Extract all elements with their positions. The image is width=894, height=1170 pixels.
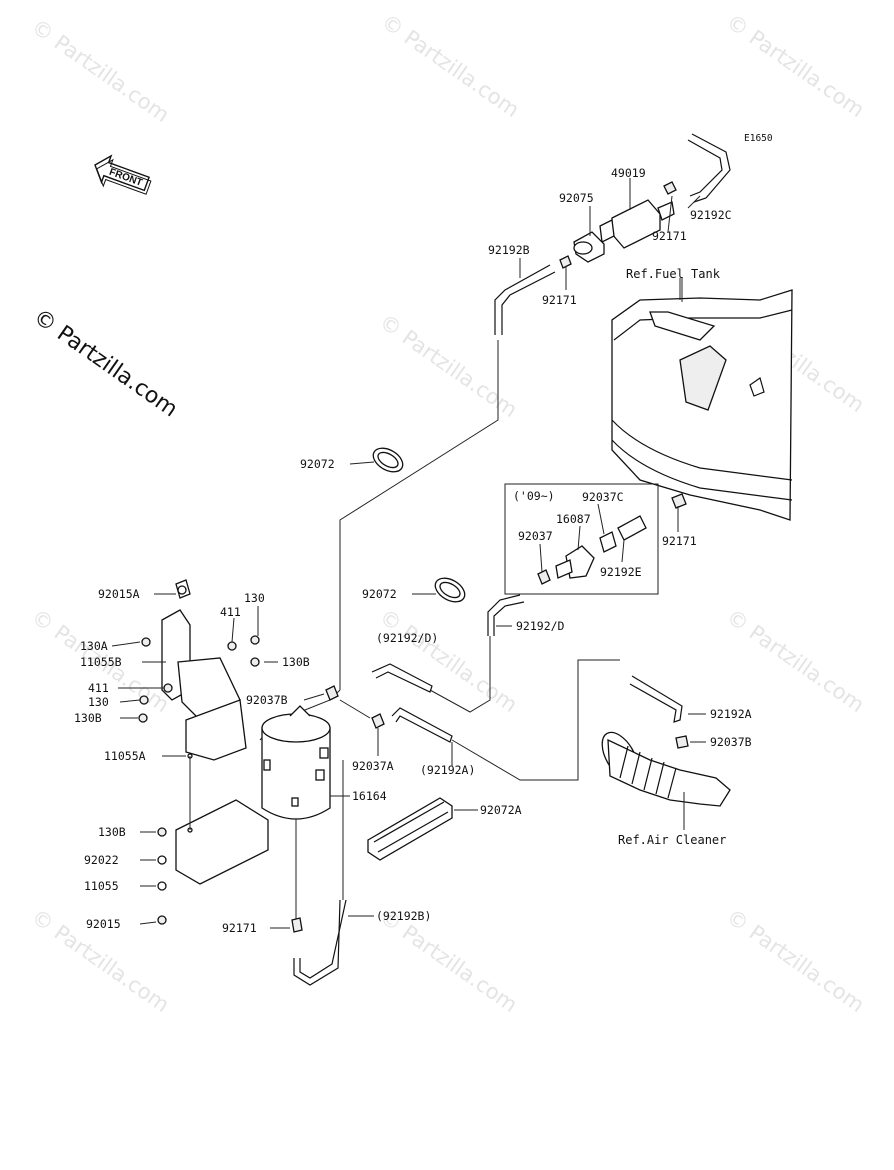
diagram-code: E1650 bbox=[744, 133, 773, 144]
strap-92072A bbox=[367, 797, 453, 861]
fuel-tank bbox=[611, 289, 793, 521]
label-92072A: 92072A bbox=[480, 803, 522, 817]
label-16087: 16087 bbox=[556, 512, 591, 526]
bracket-assembly bbox=[161, 579, 269, 885]
clamp-92075 bbox=[573, 231, 605, 263]
label-92192C: 92192C bbox=[690, 208, 732, 222]
canister-16164 bbox=[261, 705, 331, 820]
label-411: 411 bbox=[88, 681, 109, 695]
part-labels: 49019 92075 92171 92192C 92192B 92171 92… bbox=[74, 166, 752, 935]
fuel-filter-49019 bbox=[599, 199, 675, 249]
label-92037C: 92037C bbox=[582, 490, 624, 504]
label-130: 130 bbox=[244, 591, 265, 605]
label-92072: 92072 bbox=[300, 457, 335, 471]
label-92037B: 92037B bbox=[710, 735, 752, 749]
watermark: © Partzilla.com bbox=[27, 14, 174, 127]
label-11055: 11055 bbox=[84, 879, 119, 893]
label-130B: 130B bbox=[98, 825, 126, 839]
front-arrow: FRONT bbox=[94, 154, 152, 195]
label-92015A: 92015A bbox=[98, 587, 140, 601]
label-92171: 92171 bbox=[222, 921, 257, 935]
hose-routing bbox=[259, 133, 761, 986]
leader-lines bbox=[111, 178, 706, 929]
label-92015: 92015 bbox=[86, 917, 121, 931]
label-92192A: 92192A bbox=[710, 707, 752, 721]
watermark: © Partzilla.com bbox=[722, 9, 869, 122]
label-92192A-paren: (92192A) bbox=[420, 763, 475, 777]
label-92192B: 92192B bbox=[488, 243, 530, 257]
label-130B: 130B bbox=[282, 655, 310, 669]
ref-air-cleaner: Ref.Air Cleaner bbox=[618, 833, 726, 847]
label-130A: 130A bbox=[80, 639, 108, 653]
label-92037A: 92037A bbox=[352, 759, 394, 773]
clamp-92072 bbox=[372, 447, 404, 473]
label-11055A: 11055A bbox=[104, 749, 146, 763]
watermark: © Partzilla.com bbox=[377, 9, 524, 122]
clamp-92072-lower bbox=[434, 577, 466, 603]
label-92171: 92171 bbox=[542, 293, 577, 307]
label-11055B: 11055B bbox=[80, 655, 122, 669]
label-411: 411 bbox=[220, 605, 241, 619]
label-92192D-paren: (92192/D) bbox=[376, 631, 438, 645]
label-92037: 92037 bbox=[518, 529, 553, 543]
label-92037B: 92037B bbox=[246, 693, 288, 707]
label-92075: 92075 bbox=[559, 191, 594, 205]
label-92072: 92072 bbox=[362, 587, 397, 601]
inset-note: ('09~) bbox=[513, 489, 555, 503]
ref-fuel-tank: Ref.Fuel Tank bbox=[626, 267, 721, 281]
clamps-92037 bbox=[325, 685, 689, 749]
watermark: © Partzilla.com bbox=[722, 904, 869, 1017]
label-92171: 92171 bbox=[662, 534, 697, 548]
clamps-92171 bbox=[291, 181, 687, 933]
label-92192E: 92192E bbox=[600, 565, 642, 579]
label-16164: 16164 bbox=[352, 789, 387, 803]
label-92171: 92171 bbox=[652, 229, 687, 243]
inset-box bbox=[504, 483, 659, 595]
watermark-main: © Partzilla.com bbox=[29, 304, 182, 422]
label-92192B-paren: (92192B) bbox=[376, 909, 431, 923]
label-92022: 92022 bbox=[84, 853, 119, 867]
label-49019: 49019 bbox=[611, 166, 646, 180]
label-130: 130 bbox=[88, 695, 109, 709]
label-130B: 130B bbox=[74, 711, 102, 725]
watermarks: © Partzilla.com © Partzilla.com © Partzi… bbox=[27, 9, 869, 1017]
label-92192D: 92192/D bbox=[516, 619, 565, 633]
watermark: © Partzilla.com bbox=[722, 604, 869, 717]
air-cleaner-duct bbox=[601, 731, 731, 807]
watermark: © Partzilla.com bbox=[375, 309, 522, 422]
